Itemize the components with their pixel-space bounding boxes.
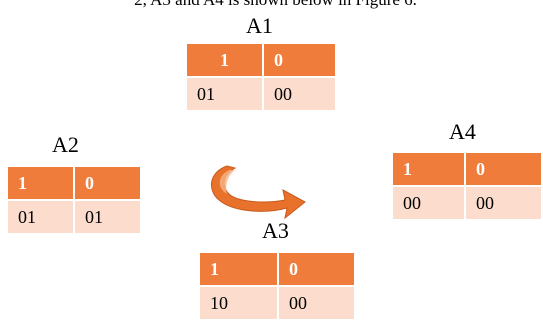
node-label-a4: A4	[449, 119, 476, 144]
header-cell: 0	[465, 153, 541, 187]
node-header-row: 1 0	[393, 153, 541, 187]
rotation-arrow-icon	[211, 165, 306, 220]
node-label-a3: A3	[262, 218, 289, 243]
node-header-row: 1 0	[8, 167, 140, 201]
figure-caption-fragment: 2, A3 and A4 is shown below in Figure 6.	[0, 0, 543, 9]
node-value-row: 10 00	[200, 286, 354, 319]
node-label-a2: A2	[52, 132, 79, 157]
header-cell: 0	[74, 167, 140, 201]
node-label-a1: A1	[246, 13, 273, 38]
header-cell: 0	[278, 253, 354, 287]
node-table-a4: 1 0 00 00	[393, 153, 541, 219]
node-table-a3: 1 0 10 00	[200, 253, 354, 319]
header-cell: 1	[8, 167, 75, 201]
value-cell: 01	[187, 77, 264, 110]
value-cell: 00	[465, 186, 541, 219]
value-cell: 00	[278, 286, 354, 319]
value-cell: 01	[8, 200, 75, 233]
node-value-row: 00 00	[393, 186, 541, 219]
header-cell: 1	[187, 44, 264, 78]
node-value-row: 01 00	[187, 77, 335, 110]
value-cell: 00	[393, 186, 466, 219]
value-cell: 10	[200, 286, 279, 319]
node-table-a2: 1 0 01 01	[8, 167, 140, 233]
node-header-row: 1 0	[187, 44, 335, 78]
node-table-a1: 1 0 01 00	[187, 44, 335, 110]
value-cell: 01	[74, 200, 140, 233]
header-cell: 1	[200, 253, 279, 287]
header-cell: 0	[263, 44, 335, 78]
value-cell: 00	[263, 77, 335, 110]
node-header-row: 1 0	[200, 253, 354, 287]
node-value-row: 01 01	[8, 200, 140, 233]
header-cell: 1	[393, 153, 466, 187]
